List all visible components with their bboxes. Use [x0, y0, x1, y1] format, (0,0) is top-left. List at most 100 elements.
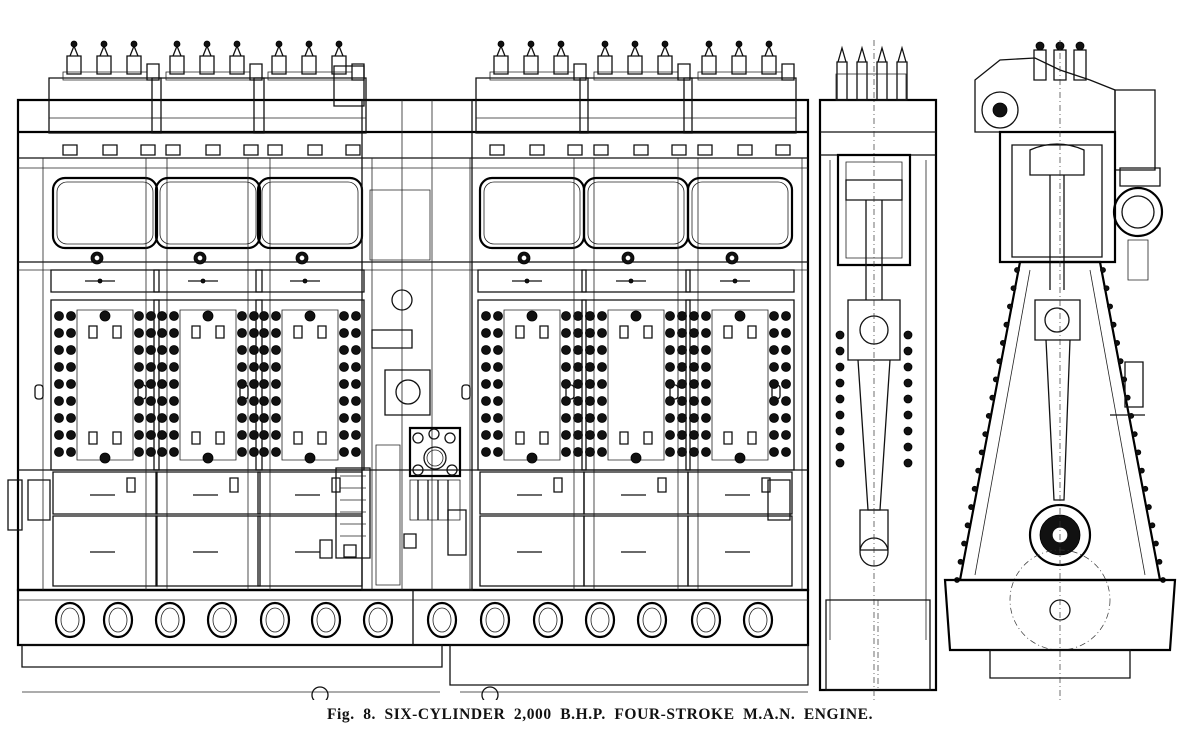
jacket-window [480, 178, 584, 248]
door-stud [690, 397, 699, 406]
drain-cock [312, 687, 328, 700]
frame-box-upper [258, 472, 362, 514]
frame-box-lower [156, 516, 260, 586]
plate-dot [629, 279, 633, 283]
door-stud [272, 363, 281, 372]
frame-box-lower [584, 516, 688, 586]
fuel-valve [250, 64, 262, 80]
door-stud [55, 312, 64, 321]
door-stud [55, 414, 64, 423]
end-cylinder-block [1000, 132, 1115, 262]
door-stud [690, 346, 699, 355]
door-stud [494, 329, 503, 338]
door-stud [482, 329, 491, 338]
valve-stem [100, 46, 108, 56]
fuel-valve [147, 64, 159, 80]
door-stud [782, 448, 791, 457]
door-stud [158, 346, 167, 355]
end-frame-stud [1125, 395, 1130, 400]
door-stud [782, 363, 791, 372]
cylinder-head [476, 78, 588, 133]
door-handle [748, 326, 756, 338]
column-top-plate [51, 270, 159, 292]
bedplate-handhole [481, 603, 509, 637]
bedplate-handhole-inner [61, 608, 79, 632]
section-stud [836, 427, 844, 435]
door-stud [678, 397, 687, 406]
control-bay [362, 100, 472, 590]
door-stud [666, 363, 675, 372]
valve-cap [71, 41, 77, 47]
door-stud [55, 363, 64, 372]
cylinder-head-cap [268, 72, 352, 80]
valve-stem [557, 46, 565, 56]
door-stud [272, 397, 281, 406]
end-frame-stud [969, 505, 974, 510]
section-valve-body [897, 62, 907, 100]
frame-box-lower [480, 516, 584, 586]
column-top-plate [154, 270, 262, 292]
door-stud [250, 397, 259, 406]
door-stud [55, 431, 64, 440]
head-stud-boss [206, 145, 220, 155]
valve-stem [735, 46, 743, 56]
door-handle [516, 432, 524, 444]
jacket-window-inner [262, 182, 358, 244]
valve-cap [528, 41, 534, 47]
end-frame-stud [958, 559, 963, 564]
valve-spring-housing [762, 56, 776, 74]
column-lug [566, 385, 574, 399]
valve-spring-housing [658, 56, 672, 74]
end-bedplate [945, 580, 1175, 650]
door-stud [574, 448, 583, 457]
door-stud [494, 363, 503, 372]
door-stud [482, 397, 491, 406]
end-frame-stud [1115, 340, 1120, 345]
door-handle [724, 432, 732, 444]
valve-cap [101, 41, 107, 47]
cylinder-head [684, 78, 796, 133]
door-handle [620, 326, 628, 338]
door-stud [147, 312, 156, 321]
section-stud [904, 395, 912, 403]
door-handle [89, 326, 97, 338]
door-centre-panel [608, 310, 664, 460]
air-valve [392, 290, 412, 310]
jacket-window-inner [484, 182, 580, 244]
head-stud-boss [103, 145, 117, 155]
door-stud [494, 414, 503, 423]
box-fitting [762, 478, 770, 492]
cylinder-section-view [820, 40, 936, 700]
door-stud [562, 329, 571, 338]
section-stud [836, 363, 844, 371]
valve-spring-housing [67, 56, 81, 74]
door-handle [192, 326, 200, 338]
cylinder-unit [462, 41, 594, 590]
door-stud [352, 346, 361, 355]
door-handle [113, 326, 121, 338]
valve-stem [173, 46, 181, 56]
door-stud [260, 380, 269, 389]
valve-cap [632, 41, 638, 47]
drain-cock [482, 687, 498, 700]
door-stud [260, 397, 269, 406]
column-top-plate [686, 270, 794, 292]
door-stud [170, 414, 179, 423]
right-end-flange [768, 480, 790, 520]
cylinder-head-cap [594, 72, 678, 80]
door-stud [147, 329, 156, 338]
door-stud [272, 312, 281, 321]
section-stud [904, 347, 912, 355]
valve-spring-housing [598, 56, 612, 74]
door-stud [67, 312, 76, 321]
section-stud [836, 395, 844, 403]
door-stud [702, 329, 711, 338]
valve-cap [174, 41, 180, 47]
door-stud [352, 329, 361, 338]
door-stud [482, 346, 491, 355]
door-stud [135, 431, 144, 440]
end-frame-stud [997, 359, 1002, 364]
head-stud-boss [568, 145, 582, 155]
door-stud [135, 448, 144, 457]
column-lug [240, 385, 248, 399]
